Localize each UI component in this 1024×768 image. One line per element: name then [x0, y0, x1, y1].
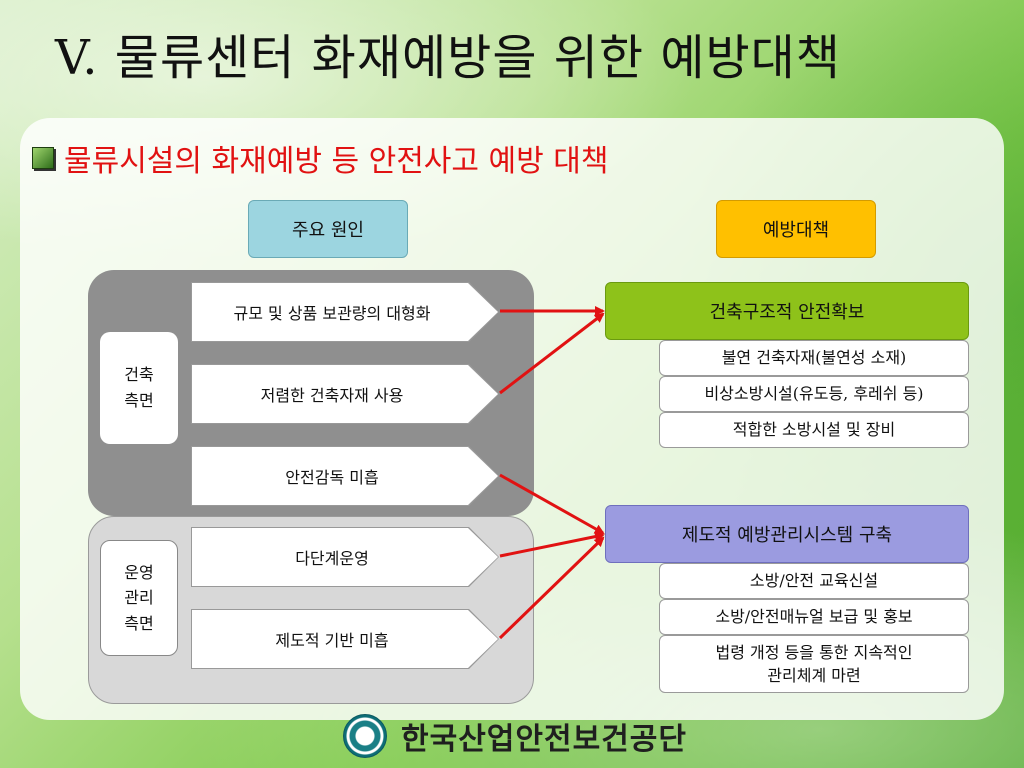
category-operations: 운영 관리 측면 [100, 540, 178, 656]
cause-weak-supervision: 안전감독 미흡 [192, 447, 498, 505]
organization-logo: 한국산업안전보건공단 [343, 714, 687, 758]
cause-cheap-materials: 저렴한 건축자재 사용 [192, 365, 498, 423]
logo-text: 한국산업안전보건공단 [401, 722, 687, 757]
cause-large-scale: 규모 및 상품 보관량의 대형화 [192, 283, 498, 341]
slide-title: V. 물류센터 화재예방을 위한 예방대책 [55, 30, 841, 86]
measure-structural-item: 비상소방시설(유도등, 후레쉬 등) [659, 376, 969, 412]
slide-subtitle: 물류시설의 화재예방 등 안전사고 예방 대책 [32, 136, 608, 180]
cause-weak-institutions: 제도적 기반 미흡 [192, 610, 498, 668]
measure-structural-title: 건축구조적 안전확보 [605, 282, 969, 340]
square-bullet-icon [32, 147, 54, 169]
measure-system-title: 제도적 예방관리시스템 구축 [605, 505, 969, 563]
category-building: 건축 측면 [100, 332, 178, 444]
causes-header: 주요 원인 [248, 200, 408, 258]
prevention-header: 예방대책 [716, 200, 876, 258]
measure-system-item: 소방/안전매뉴얼 보급 및 홍보 [659, 599, 969, 635]
measure-structural-item: 불연 건축자재(불연성 소재) [659, 340, 969, 376]
measure-structural-item: 적합한 소방시설 및 장비 [659, 412, 969, 448]
measure-system-item: 소방/안전 교육신설 [659, 563, 969, 599]
kosha-emblem-icon [343, 714, 387, 758]
cause-multi-tier-operation: 다단계운영 [192, 528, 498, 586]
subtitle-text: 물류시설의 화재예방 등 안전사고 예방 대책 [64, 144, 609, 179]
measure-system-item: 법령 개정 등을 통한 지속적인 관리체계 마련 [659, 635, 969, 693]
